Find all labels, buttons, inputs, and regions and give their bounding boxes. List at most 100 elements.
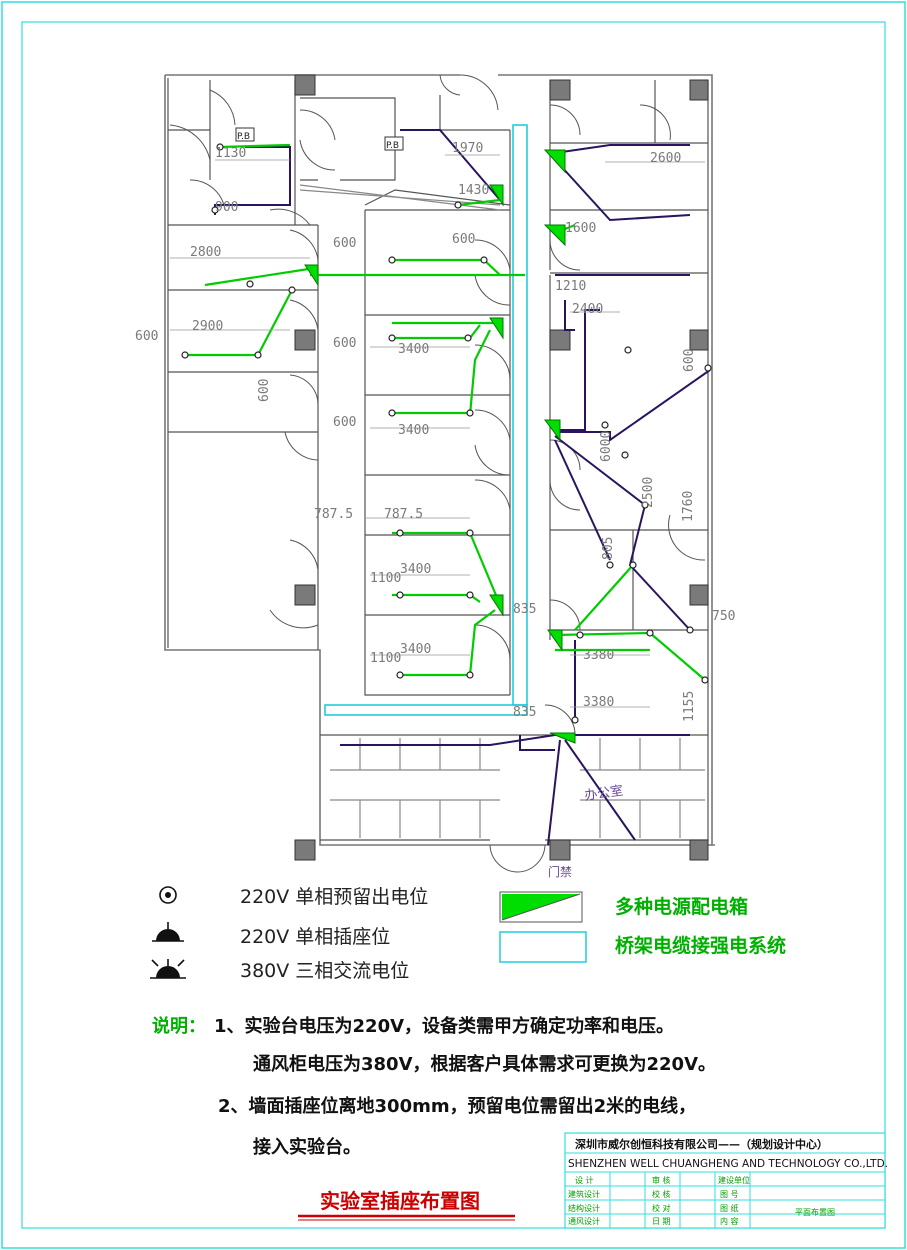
- title-block-cell: 通风设计: [568, 1216, 600, 1226]
- drawing-title: 实验室插座布置图: [320, 1189, 480, 1213]
- distribution-boxes: [304, 149, 576, 744]
- column: [689, 329, 709, 351]
- cable-tray-horizontal: [324, 704, 528, 716]
- dimension-label: 835: [513, 602, 536, 617]
- legend-label-cable-tray: 桥架电缆接强电系统: [615, 934, 786, 957]
- column: [689, 839, 709, 861]
- title-block: 深圳市威尔创恒科技有限公司——（规划设计中心） SHENZHEN WELL CH…: [564, 1132, 888, 1229]
- legend-distribution-box-icon: [499, 891, 583, 923]
- dimension-lines: [170, 154, 705, 708]
- distribution-box: [489, 317, 504, 340]
- legend: 220V 单相预留出电位 220V 单相插座位 380V 三相交流电位 多种电源…: [150, 886, 786, 982]
- dimension-label: 1100: [370, 571, 401, 586]
- dimension-label: 600: [257, 379, 272, 402]
- dimension-label: 1130: [215, 146, 246, 161]
- legend-label-220v-socket: 220V 单相插座位: [240, 926, 390, 948]
- panel-board-2: P.B: [384, 136, 404, 151]
- dimension-label: 1210: [555, 279, 586, 294]
- title-block-cell: 校 核: [652, 1189, 671, 1199]
- title-block-cell: 校 对: [652, 1203, 671, 1213]
- column: [294, 74, 316, 96]
- dimension-label: 2600: [650, 151, 681, 166]
- dimension-label: 1155: [682, 691, 697, 722]
- dimension-label: 600: [452, 232, 475, 247]
- panel-board-label: P.B: [386, 141, 399, 151]
- company-name-en: SHENZHEN WELL CHUANGHENG AND TECHNOLOGY …: [568, 1158, 888, 1170]
- distribution-box: [304, 264, 319, 287]
- notes-line-3: 2、墙面插座位离地300mm，预留电位需留出2米的电线，: [218, 1095, 696, 1117]
- column: [549, 329, 571, 351]
- legend-label-380v: 380V 三相交流电位: [240, 960, 409, 982]
- dimension-label: 3380: [583, 648, 614, 663]
- dimension-label: 3400: [400, 642, 431, 657]
- dimension-label: 2900: [192, 319, 223, 334]
- dimension-label: 1970: [452, 141, 483, 156]
- dimension-label: 1760: [681, 491, 696, 522]
- title-block-cell: 建筑设计: [568, 1189, 600, 1199]
- dimension-label: 1600: [565, 221, 596, 236]
- building-walls: [164, 74, 715, 846]
- distribution-box: [547, 629, 563, 652]
- column: [549, 839, 571, 861]
- cable-tray-vertical: [512, 124, 528, 706]
- dimension-label: 600: [333, 236, 356, 251]
- column: [294, 839, 316, 861]
- door-access-label: 门禁: [548, 864, 572, 879]
- dimension-label: 6000: [599, 431, 614, 462]
- dimension-label: 787.5: [384, 507, 423, 522]
- door-swings: [169, 74, 706, 873]
- title-block-cell: 图 纸: [720, 1203, 739, 1213]
- column: [689, 79, 709, 101]
- column: [294, 329, 316, 351]
- title-block-cell: 日 期: [652, 1217, 671, 1226]
- cable-tray: [324, 124, 528, 716]
- panel-board-1: P.B: [235, 127, 255, 142]
- dimension-label: 805: [601, 537, 616, 560]
- title-block-cell: 建设单位: [718, 1175, 750, 1185]
- notes-line-4: 接入实验台。: [253, 1136, 361, 1158]
- title-block-cell: 设 计: [575, 1175, 594, 1185]
- title-block-cell: 内 容: [720, 1216, 739, 1226]
- dimension-label: 2400: [572, 302, 603, 317]
- distribution-box: [544, 419, 561, 442]
- notes-line-2: 通风柜电压为380V，根据客户具体需求可更换为220V。: [253, 1053, 716, 1075]
- panel-board-label: P.B: [237, 132, 250, 142]
- distribution-box: [543, 224, 566, 247]
- dimension-label: 3400: [398, 342, 429, 357]
- dimension-label: 835: [513, 705, 536, 720]
- notes: 说明： 1、实验台电压为220V，设备类需甲方确定功率和电压。 通风柜电压为38…: [152, 1015, 716, 1158]
- dimension-label: 600: [333, 415, 356, 430]
- column: [689, 584, 709, 606]
- distribution-box: [489, 184, 504, 207]
- dimension-label: 787.5: [314, 507, 353, 522]
- title-block-cell: 图 号: [720, 1190, 739, 1199]
- notes-heading: 说明：: [152, 1015, 206, 1037]
- room-label-office: 办公室: [583, 783, 624, 804]
- legend-three-phase-icon: [150, 959, 186, 979]
- dimension-label: 600: [333, 336, 356, 351]
- column: [549, 79, 571, 101]
- dimension-label: 600: [682, 349, 697, 372]
- legend-socket-icon: [152, 922, 184, 942]
- dimension-label: 600: [135, 329, 158, 344]
- notes-line-1: 1、实验台电压为220V，设备类需甲方确定功率和电压。: [214, 1015, 674, 1037]
- distribution-box: [489, 594, 504, 617]
- legend-label-distribution-box: 多种电源配电箱: [615, 895, 748, 918]
- dimension-label: 3380: [583, 695, 614, 710]
- title-block-content: 平面布置图: [795, 1207, 835, 1217]
- distribution-box: [549, 732, 576, 744]
- power-lines-green: [185, 143, 706, 681]
- structural-columns: [294, 74, 709, 861]
- dimension-label: 900: [215, 200, 238, 215]
- dimension-label: 3400: [400, 562, 431, 577]
- title-block-cell: 结构设计: [568, 1203, 600, 1213]
- distribution-box: [543, 149, 566, 174]
- dimension-label: 1100: [370, 651, 401, 666]
- dimension-label: 1430: [458, 183, 489, 198]
- title-block-cell: 审 核: [652, 1175, 671, 1185]
- column: [294, 584, 316, 606]
- dimension-label: 750: [712, 609, 735, 624]
- company-name-cn: 深圳市威尔创恒科技有限公司——（规划设计中心）: [575, 1137, 828, 1151]
